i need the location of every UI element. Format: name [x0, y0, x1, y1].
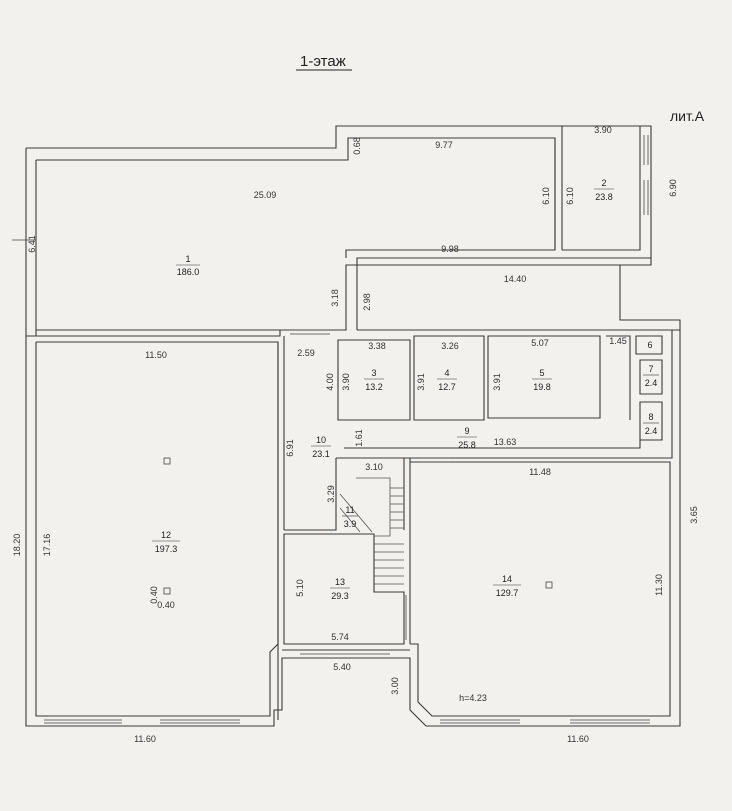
dim-label: 3.18	[330, 289, 340, 307]
svg-text:19.8: 19.8	[533, 382, 551, 392]
dim-label: 1.61	[354, 429, 364, 447]
dim-label: 3.26	[441, 341, 459, 351]
dim-label: 6.10	[541, 187, 551, 205]
dim-label: 0.40	[149, 586, 159, 604]
dim-label: 14.40	[504, 274, 527, 284]
dim-label: 11.60	[567, 734, 589, 744]
dim-label: 2.98	[362, 293, 372, 311]
dim-label: 18.20	[12, 534, 22, 557]
dim-label: 6.90	[668, 179, 678, 197]
dim-label: 3.00	[390, 677, 400, 695]
dim-label: 11.50	[145, 350, 167, 360]
room-4-label: 4 12.7	[437, 368, 457, 392]
room-3-label: 3 13.2	[364, 368, 384, 392]
svg-text:29.3: 29.3	[331, 591, 349, 601]
dim-label: 11.48	[529, 467, 551, 477]
dim-label: 5.40	[333, 662, 351, 672]
room-8-label: 8 2.4	[643, 412, 659, 436]
svg-text:6: 6	[647, 340, 652, 350]
windows-main	[44, 329, 650, 724]
dim-label: 3.90	[341, 373, 351, 391]
window-room-2	[643, 135, 649, 215]
dim-label: 5.07	[531, 338, 549, 348]
main-block-walls	[25, 265, 681, 727]
dim-label: 9.98	[441, 244, 459, 254]
dim-label: 3.91	[492, 373, 502, 391]
svg-text:3.9: 3.9	[344, 519, 357, 529]
dim-label: h=4.23	[459, 693, 487, 703]
room-14-label: 14 129.7	[493, 574, 521, 598]
dim-label: 1.45	[609, 336, 627, 346]
dim-label: 17.16	[42, 534, 52, 557]
dim-label: 0.40	[157, 600, 175, 610]
dim-label: 0.68	[352, 137, 362, 155]
dim-label: 5.74	[331, 632, 349, 642]
dim-label: 3.65	[689, 506, 699, 524]
dim-label: 25.09	[254, 190, 277, 200]
svg-text:3: 3	[371, 368, 376, 378]
room-2-label: 2 23.8	[594, 178, 614, 202]
svg-text:7: 7	[648, 364, 653, 374]
building-letter: лит.А	[670, 108, 705, 124]
dim-label: 6.41	[27, 235, 37, 253]
svg-text:2: 2	[601, 178, 606, 188]
dim-label: 2.59	[297, 348, 315, 358]
room-12-label: 12 197.3	[152, 530, 180, 554]
dim-label: 3.91	[416, 373, 426, 391]
dim-label: 3.10	[365, 462, 383, 472]
column-marker-14	[545, 581, 553, 589]
dim-label: 3.29	[326, 485, 336, 503]
room-7-label: 7 2.4	[643, 364, 659, 388]
floor-title: 1-этаж	[300, 53, 346, 70]
room-10-label: 10 23.1	[311, 435, 331, 459]
svg-text:14: 14	[502, 574, 512, 584]
svg-text:13: 13	[335, 577, 345, 587]
svg-text:8: 8	[648, 412, 653, 422]
svg-text:23.1: 23.1	[312, 449, 330, 459]
dim-label: 3.90	[594, 125, 612, 135]
column-marker-12a	[163, 457, 171, 465]
svg-text:13.2: 13.2	[365, 382, 383, 392]
svg-text:2.4: 2.4	[645, 426, 658, 436]
dim-label: 3.38	[368, 341, 386, 351]
svg-text:11: 11	[345, 505, 354, 515]
svg-text:1: 1	[185, 254, 190, 264]
dim-label: 13.63	[494, 437, 517, 447]
svg-text:197.3: 197.3	[155, 544, 178, 554]
svg-text:186.0: 186.0	[177, 267, 200, 277]
svg-text:129.7: 129.7	[496, 588, 519, 598]
room-9-label: 9 25.8	[457, 426, 477, 450]
svg-text:25.8: 25.8	[458, 440, 476, 450]
dim-label: 11.60	[134, 734, 156, 744]
svg-text:2.4: 2.4	[645, 378, 658, 388]
svg-text:9: 9	[464, 426, 469, 436]
svg-text:12: 12	[161, 530, 171, 540]
room-13-label: 13 29.3	[330, 577, 350, 601]
room-11-label: 11 3.9	[342, 505, 358, 529]
column-marker-12b	[163, 587, 171, 595]
svg-text:4: 4	[444, 368, 449, 378]
svg-text:23.8: 23.8	[595, 192, 613, 202]
staircase	[339, 477, 404, 585]
dim-label: 6.10	[565, 187, 575, 205]
svg-text:10: 10	[316, 435, 326, 445]
room-6-label: 6	[647, 340, 652, 350]
top-wing-walls	[25, 125, 652, 337]
dim-label: 9.77	[435, 140, 453, 150]
svg-text:12.7: 12.7	[438, 382, 456, 392]
dim-label: 11.30	[654, 574, 664, 596]
dim-label: 6.91	[285, 439, 295, 457]
dim-label: 5.10	[295, 579, 305, 597]
dim-label: 4.00	[325, 373, 335, 391]
svg-text:5: 5	[539, 368, 544, 378]
dimension-labels: 9.77 0.68 3.90 6.90 25.09 6.10 6.10 9.98…	[12, 125, 699, 744]
room-5-label: 5 19.8	[532, 368, 552, 392]
room-1-label: 1 186.0	[176, 254, 200, 277]
